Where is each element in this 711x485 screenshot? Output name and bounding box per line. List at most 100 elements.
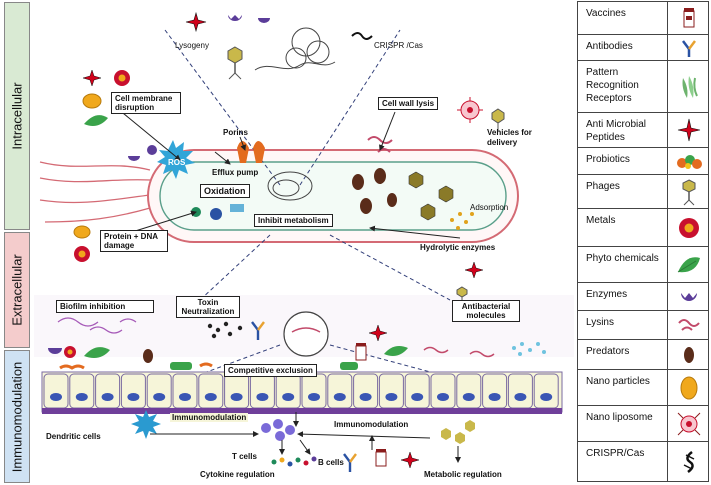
nanoparticle-dots [450, 212, 474, 230]
legend-row-phyto: Phyto chemicals [578, 247, 708, 283]
vehicles-label: Vehicles for delivery [487, 128, 532, 147]
cell-nucleus [411, 393, 424, 401]
extracellular-leaf2-icon [384, 346, 408, 356]
biofilm-strands [57, 317, 137, 334]
epithelial-cell [507, 373, 533, 409]
receptor-icon [682, 75, 698, 98]
dendritic-cell-icon [131, 410, 161, 439]
epithelial-cell [327, 373, 353, 409]
epithelial-cell [172, 373, 198, 409]
epithelial-cell [275, 373, 301, 409]
competitive-exclusion-box: Competitive exclusion [224, 364, 317, 377]
cell-nucleus [333, 393, 346, 401]
cell-nucleus [204, 393, 217, 401]
left-nanoparticle-icon [82, 93, 102, 109]
antibacterial-box: Antibacterial molecules [452, 300, 520, 322]
cytokine-dots [271, 456, 317, 467]
zoom-circle [283, 311, 329, 357]
cell-phages [408, 171, 454, 221]
epithelial-cell [430, 373, 456, 409]
epithelial-cell [249, 373, 275, 409]
legend-row-phages: Phages [578, 175, 708, 209]
legend-label: Anti Microbial Peptides [586, 119, 647, 143]
epithelial-cell [456, 373, 482, 409]
cell-predators [352, 168, 397, 214]
legend-row-probiotics: Probiotics [578, 148, 708, 175]
legend-table: Vaccines Antibodies Pattern Recognition … [577, 1, 709, 482]
left-metal-icon [114, 70, 130, 86]
extracellular-predator-icon [143, 349, 153, 363]
lysogeny-label: Lysogeny [175, 41, 209, 50]
legend-label: Nano liposome [586, 412, 653, 423]
immunomodulation-arrow-label: Immunomodulation [334, 420, 409, 429]
hydrolytic-label: Hydrolytic enzymes [420, 243, 496, 252]
extracellular-band: Extracellular [4, 232, 30, 348]
basement-membrane [42, 408, 562, 414]
top-star-icon [185, 11, 207, 33]
liposome-icon [457, 97, 483, 123]
cell-nucleus [179, 393, 191, 401]
phage-icon [682, 178, 695, 205]
legend-label: Enzymes [586, 289, 628, 300]
b-cells-label: B cells [318, 458, 344, 467]
leaf-icon [677, 256, 700, 272]
intracellular-band: Intracellular [4, 2, 30, 230]
toxin-box: Toxin Neutralization [176, 296, 240, 318]
epithelial-cell [404, 373, 430, 409]
cell-wall-lysis-box: Cell wall lysis [378, 97, 439, 110]
cell-nucleus [514, 393, 527, 401]
epithelial-cell [482, 373, 508, 409]
legend-row-amp: Anti Microbial Peptides [578, 113, 708, 148]
cell-nucleus [385, 393, 398, 401]
legend-label: Vaccines [586, 8, 626, 19]
legend-label: Pattern Recognition Receptors [586, 67, 639, 104]
cell-nucleus [540, 393, 553, 401]
ros-label: ROS [168, 158, 186, 167]
cell-nucleus [101, 393, 114, 401]
vaccine-vial-icon [683, 8, 694, 28]
bottom-star-icon [400, 451, 420, 469]
legend-label: CRISPR/Cas [586, 448, 645, 459]
epithelial-cell [353, 373, 379, 409]
epithelial-cell [301, 373, 327, 409]
right-star-icon [464, 261, 484, 279]
extracellular-leaf-icon [84, 347, 110, 358]
top-enzyme-icon [228, 15, 270, 23]
liposome-icon [677, 412, 700, 435]
efflux-pump-label: Efflux pump [212, 168, 259, 177]
dendritic-cells-label: Dendritic cells [46, 432, 101, 441]
extracellular-vaccine-icon [355, 343, 367, 361]
cell-nucleus [437, 393, 449, 401]
epithelium-microbiota [59, 362, 358, 370]
extracellular-lysins [423, 346, 495, 358]
toxin-dots [207, 321, 243, 339]
immunomodulation-cell-label: Immunomodulation [170, 413, 249, 422]
biofilm-box: Biofilm inhibition [56, 300, 154, 313]
legend-row-antibodies: Antibodies [578, 35, 708, 61]
cytokine-label: Cytokine regulation [200, 470, 275, 479]
adsorption-label: Adsorption [470, 203, 509, 212]
toxin-antibody-icon [251, 321, 265, 340]
epithelial-cell [533, 373, 559, 409]
bottom-vaccine-icon [375, 449, 387, 467]
epithelial-cell [43, 373, 69, 409]
metabolite-hexagons [441, 420, 475, 444]
nanoparticle-icon [680, 376, 697, 399]
metabolic-label: Metabolic regulation [424, 470, 502, 479]
membrane-disruption-box: Cell membrane disruption [111, 92, 181, 114]
metal-ring-icon [678, 217, 699, 238]
legend-label: Antibodies [586, 41, 633, 52]
epithelial-cells [43, 373, 559, 409]
oxidation-box: Oxidation [200, 184, 250, 198]
extracellular-enzyme-icons [48, 346, 76, 358]
legend-label: Probiotics [586, 154, 630, 165]
legend-row-nanoparticles: Nano particles [578, 370, 708, 406]
lysin-icon [677, 319, 700, 331]
cell-nucleus [153, 393, 166, 401]
cell-nucleus [50, 393, 62, 401]
legend-row-predators: Predators [578, 340, 708, 370]
legend-row-liposome: Nano liposome [578, 406, 708, 442]
legend-row-vaccines: Vaccines [578, 2, 708, 35]
probiotic-cluster-icon [676, 155, 702, 169]
top-crispr-icon [351, 32, 373, 40]
